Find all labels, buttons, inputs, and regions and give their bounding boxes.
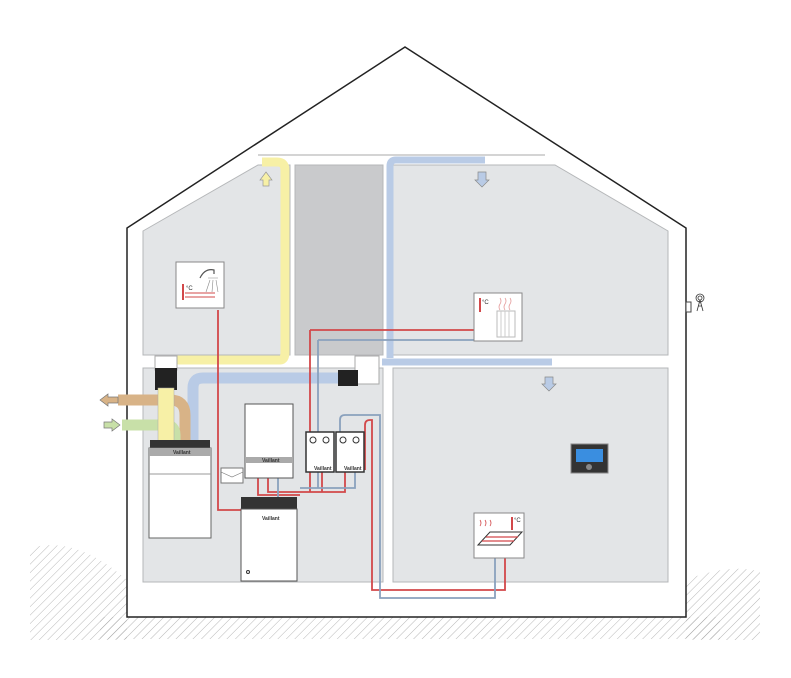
mixing-module-2-logo: Vaillant (344, 466, 362, 472)
room-lower-right (392, 367, 669, 583)
extract-air-duct-lower (187, 372, 345, 440)
antenna-icon (695, 293, 705, 312)
duct-fitting-right (354, 355, 380, 385)
extract-air-arrow-upper (474, 171, 490, 188)
ventilation-unit: Vaillant (148, 440, 212, 539)
ventilation-unit-logo: Vaillant (173, 450, 191, 456)
radiator-icon: °C (473, 292, 523, 342)
extract-air-duct-riser (386, 156, 485, 358)
hot-water-cylinder: Vaillant (240, 497, 298, 582)
foundation (100, 617, 720, 639)
room-upper-left (142, 164, 291, 356)
outdoor-sensor (685, 301, 692, 313)
controller-box (220, 467, 244, 484)
extract-air-arrow-lower (541, 376, 557, 392)
room-thermostat (570, 443, 609, 474)
gas-boiler: Vaillant (244, 403, 294, 479)
mixing-module-1-logo: Vaillant (314, 466, 332, 472)
ground-left (30, 545, 127, 640)
shower-temperature-unit: °C (186, 286, 193, 292)
cylinder-logo: Vaillant (262, 516, 280, 522)
radiator-temperature-unit: °C (482, 300, 489, 306)
boiler-logo: Vaillant (262, 458, 280, 464)
mixing-module-2: Vaillant (335, 431, 365, 473)
floor-temperature-unit: °C (514, 518, 521, 524)
underfloor-heating-icon: °C (473, 512, 525, 559)
shower-icon: °C (175, 261, 225, 309)
mixing-module-1: Vaillant (305, 431, 335, 473)
supply-air-duct-vertical (157, 387, 175, 443)
outdoor-air-arrow (103, 418, 121, 432)
duct-damper (338, 370, 358, 386)
exhaust-air-arrow (99, 393, 119, 407)
supply-air-arrow-up (259, 171, 273, 187)
duct-fitting-left (154, 355, 178, 371)
duct-fitting-base (155, 368, 177, 390)
stairwell (294, 164, 384, 356)
